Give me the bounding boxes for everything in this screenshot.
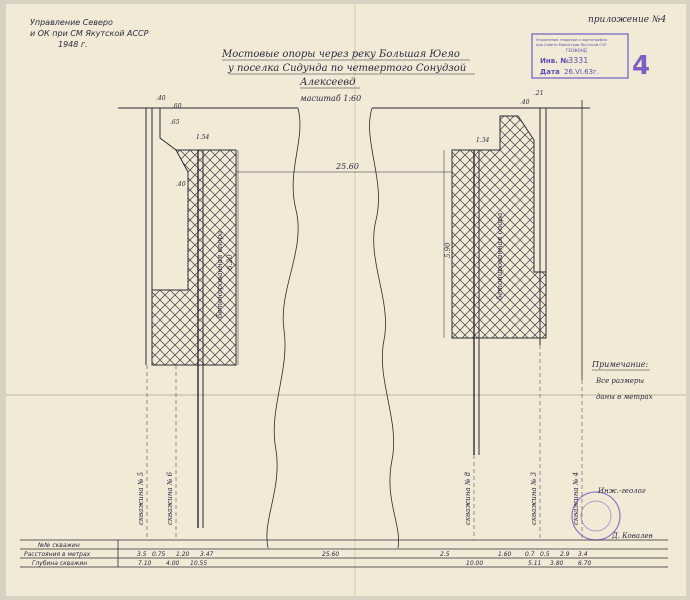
dist-value: 2.5 — [440, 551, 450, 558]
stamp-inv-label: Инв. № — [540, 57, 569, 65]
right-dim-c: 1.34 — [476, 137, 490, 144]
table-row-2-label: Расстояния в метрах — [24, 551, 91, 558]
dist-value: 2.9 — [560, 551, 570, 558]
dist-value: 25.60 — [322, 551, 339, 558]
table-row-1-label: №№ скважин — [37, 542, 80, 549]
left-dim-d: .65 — [170, 119, 180, 126]
dist-value: 1.20 — [176, 551, 190, 558]
well-6-label: скважина № 6 — [166, 471, 174, 525]
dist-value: 3.4 — [578, 551, 588, 558]
left-note-1: Управление Северо — [30, 18, 113, 27]
depth-value: 10.55 — [190, 560, 207, 567]
depth-value: 3.80 — [550, 560, 564, 567]
note-line-1: Все размеры — [595, 377, 644, 385]
title-line-3: Алексеевд — [299, 77, 355, 88]
dist-value: 3.5 — [137, 551, 147, 558]
right-pier-body — [451, 115, 547, 339]
signature-name: Д. Ковалев — [611, 532, 653, 540]
archive-stamp: Управление геодезии и картографии при Со… — [531, 33, 629, 79]
depth-value: 7.10 — [138, 560, 152, 567]
appendix-label: приложение №4 — [588, 15, 666, 25]
title-line-1: Мостовые опоры через реку Большая Юеяо — [221, 49, 460, 60]
depth-value: 10.00 — [466, 560, 483, 567]
left-pier-body — [151, 149, 237, 366]
left-height-dim: 6.20 — [226, 254, 234, 270]
left-note-2: и ОК при СМ Якутской АССР — [30, 29, 149, 38]
note-title: Примечание: — [591, 360, 649, 369]
well-3-label: скважина № 3 — [530, 471, 538, 525]
signature-role: Инж.-геолог — [597, 487, 646, 495]
dist-value: 3.47 — [200, 551, 214, 558]
left-dim-e: .40 — [176, 181, 186, 188]
note-line-2: даны в метрах — [596, 393, 653, 401]
left-riverbank-curve — [266, 107, 301, 549]
left-dim-b: .60 — [172, 103, 182, 110]
depth-value: 6.70 — [578, 560, 592, 567]
right-dim-a: .21 — [534, 90, 544, 97]
right-height-dim: 5.90 — [444, 242, 452, 258]
depth-value: 5.11 — [528, 560, 541, 567]
left-dim-c: 1.54 — [196, 134, 210, 141]
dist-value: 0.7 — [525, 551, 535, 558]
right-pier-label: бетонированная опора — [496, 213, 504, 300]
right-dim-b: .40 — [520, 99, 530, 106]
left-pier: бетонированная опора 6.20 .40 .60 1.54 .… — [145, 95, 239, 528]
well-5-label: скважина № 5 — [137, 471, 145, 525]
data-table: №№ скважин Расстояния в метрах Глубина с… — [20, 539, 668, 568]
well-8-label: скважина № 8 — [464, 471, 472, 525]
round-seal-inner — [580, 500, 612, 532]
span-dimension: 25.60 — [335, 162, 359, 171]
dist-value: 0.5 — [540, 551, 550, 558]
stamp-inv-value: 3331 — [568, 56, 588, 65]
scale-label: масштаб 1:60 — [300, 94, 361, 103]
title-line-2: у поселка Сидунда по четвертого Сонудзой — [227, 63, 466, 74]
left-pier-label: бетонированная опора — [216, 231, 224, 318]
stamp-line-3: ГЕОФОНД — [566, 48, 587, 53]
right-riverbank-curve — [369, 107, 399, 549]
table-row-3-label: Глубина скважин — [32, 560, 87, 567]
dist-value: 0.75 — [152, 551, 166, 558]
paper-background — [6, 4, 686, 596]
stamp-line-2: при Совете Министров Якутской ССР — [536, 43, 607, 47]
archive-number: 4 — [632, 51, 650, 81]
right-pier: бетонированная опора 5.90 .21 .40 1.34 — [443, 90, 583, 455]
stamp-line-1: Управление геодезии и картографии — [536, 38, 608, 42]
left-note-3: 1948 г. — [58, 40, 88, 49]
well-4-label: скважина № 4 — [572, 472, 580, 525]
left-ice-breaker-edge — [159, 108, 236, 151]
dist-value: 1.60 — [498, 551, 512, 558]
stamp-date-label: Дата — [540, 68, 560, 76]
stamp-date-value: 26.VI.63г. — [564, 68, 599, 76]
depth-value: 4.00 — [166, 560, 180, 567]
left-dim-a: .40 — [156, 95, 166, 102]
